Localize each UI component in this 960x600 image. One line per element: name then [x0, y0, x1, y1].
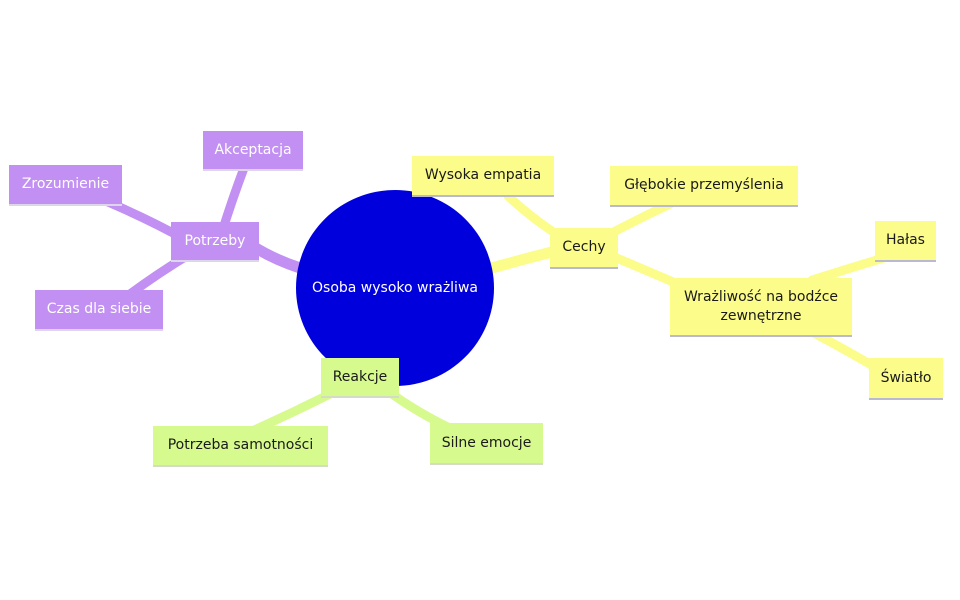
node-potrzeby-label: Potrzeby — [184, 232, 246, 249]
node-potrzeby[interactable]: Potrzeby — [171, 222, 259, 262]
node-potrzeba-samotnosci[interactable]: Potrzeba samotności — [153, 426, 328, 467]
central-topic-label: Osoba wysoko wrażliwa — [312, 280, 478, 296]
node-cechy[interactable]: Cechy — [550, 228, 618, 269]
node-zrozumienie-label: Zrozumienie — [21, 176, 110, 192]
node-halas-label: Hałas — [886, 232, 925, 248]
node-wrazliwosc-na-bodzce-label: Wrażliwość na bodźce zewnętrzne — [683, 288, 839, 324]
node-zrozumienie[interactable]: Zrozumienie — [9, 165, 122, 206]
link-central-cechy — [486, 246, 558, 274]
node-glebokie-przemyslenia-label: Głębokie przemyślenia — [624, 177, 784, 193]
node-cechy-label: Cechy — [562, 239, 606, 255]
node-wrazliwosc-na-bodzce[interactable]: Wrażliwość na bodźce zewnętrzne — [670, 278, 852, 337]
node-glebokie-przemyslenia[interactable]: Głębokie przemyślenia — [610, 166, 798, 207]
node-halas[interactable]: Hałas — [875, 221, 936, 262]
central-topic[interactable]: Osoba wysoko wrażliwa — [296, 190, 494, 386]
node-akceptacja[interactable]: Akceptacja — [203, 131, 303, 171]
node-swiatlo-label: Światło — [880, 369, 932, 386]
node-wysoka-empatia-label: Wysoka empatia — [424, 167, 542, 183]
node-swiatlo[interactable]: Światło — [869, 358, 943, 400]
node-silne-emocje-label: Silne emocje — [441, 434, 532, 451]
node-potrzeba-samotnosci-label: Potrzeba samotności — [167, 437, 314, 453]
node-czas-dla-siebie-label: Czas dla siebie — [46, 301, 152, 317]
node-wysoka-empatia[interactable]: Wysoka empatia — [412, 156, 554, 197]
node-silne-emocje[interactable]: Silne emocje — [430, 423, 543, 465]
node-reakcje-label: Reakcje — [332, 368, 388, 385]
node-akceptacja-label: Akceptacja — [214, 141, 292, 158]
node-reakcje[interactable]: Reakcje — [321, 358, 399, 398]
node-czas-dla-siebie[interactable]: Czas dla siebie — [35, 290, 163, 331]
